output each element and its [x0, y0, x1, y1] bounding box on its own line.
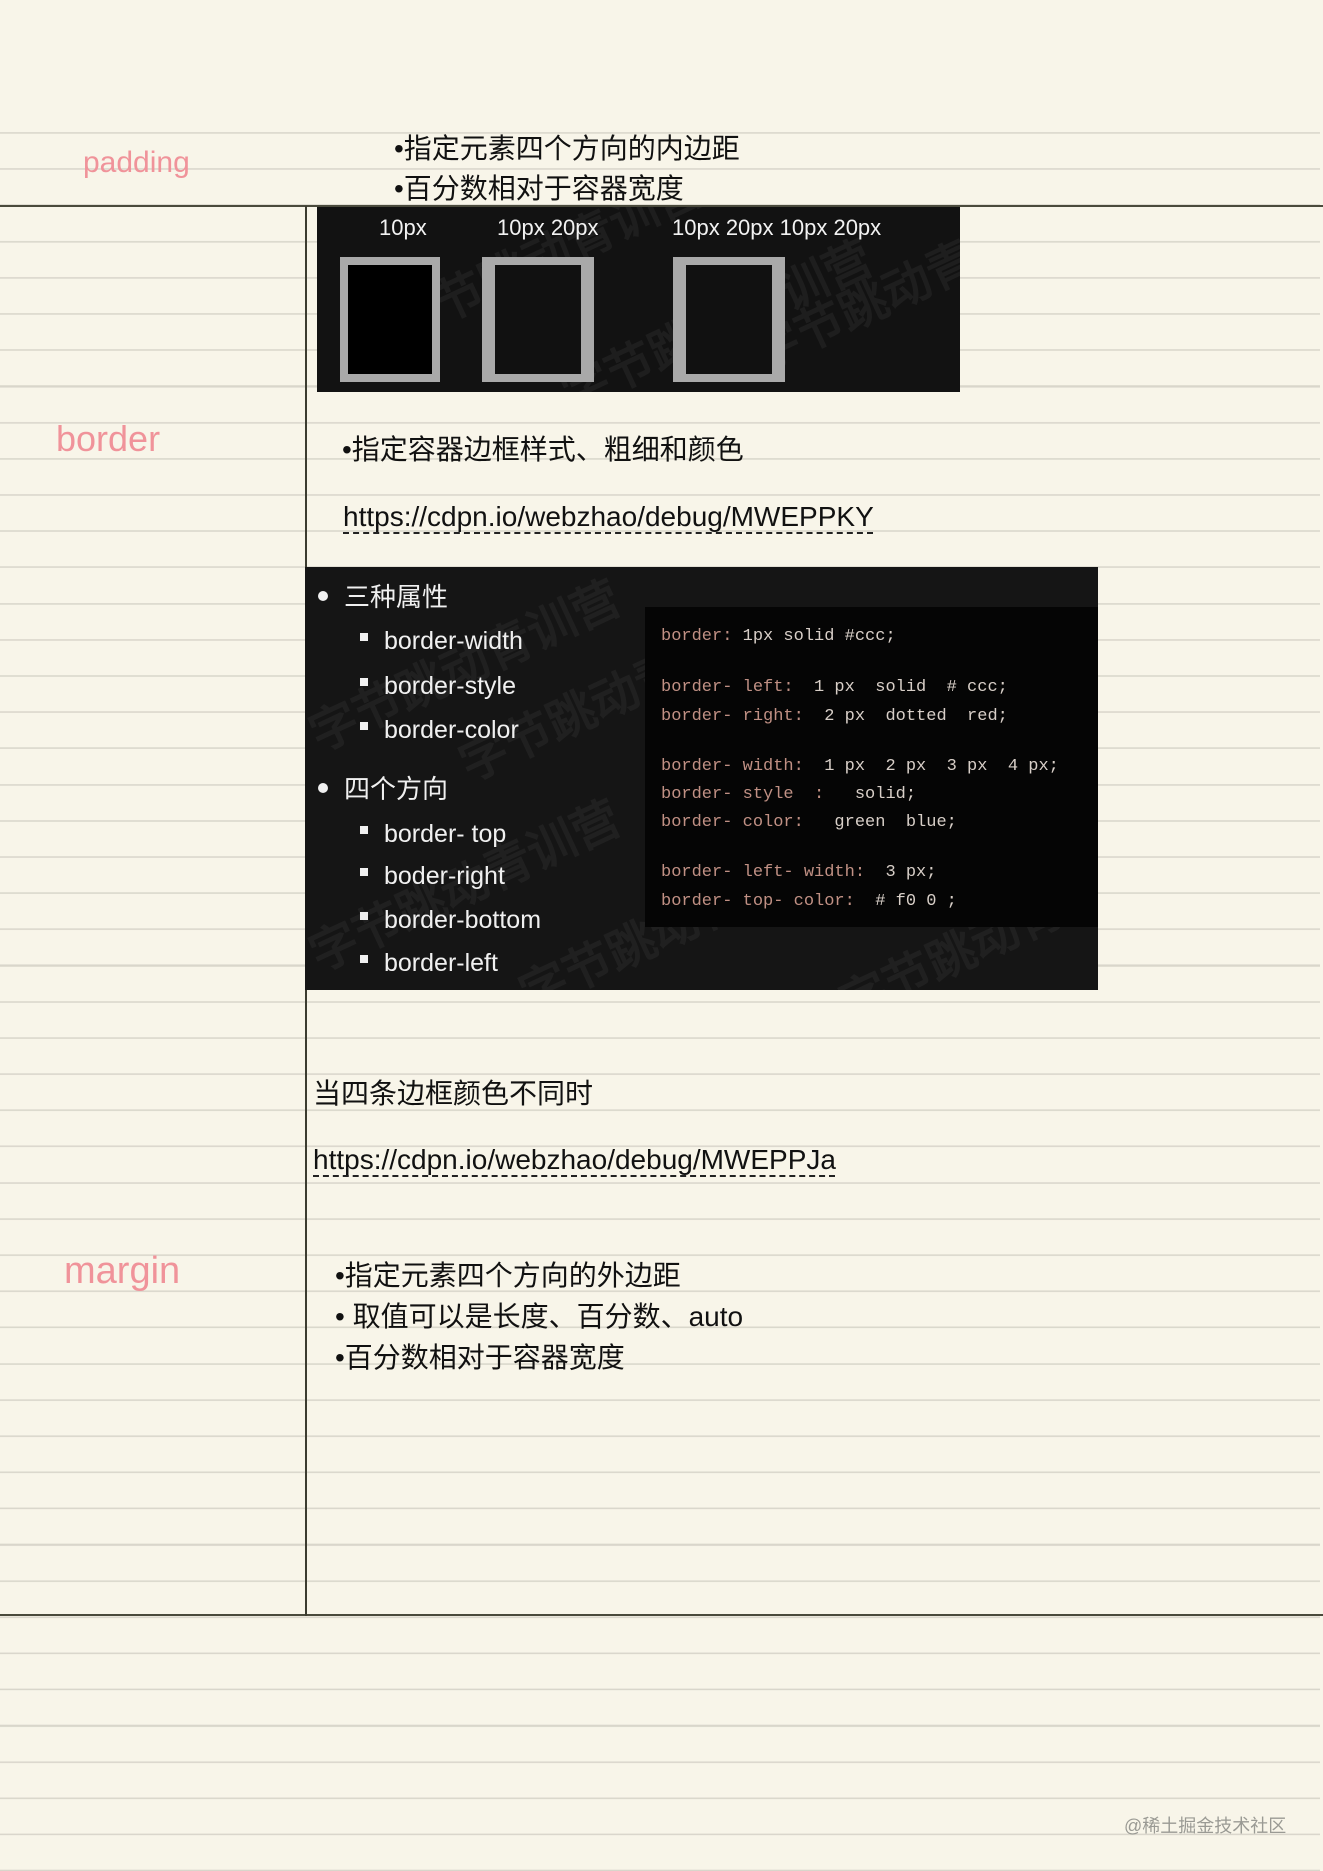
list-group-title: 四个方向: [318, 769, 448, 806]
list-group-title: 三种属性: [318, 577, 448, 614]
padding-bullet-2: •百分数相对于容器宽度: [394, 173, 684, 204]
code-line: border: 1px solid #ccc;: [661, 627, 896, 646]
site-watermark: @稀土掘金技术社区: [1124, 1816, 1287, 1836]
list-item: border-bottom: [360, 906, 541, 935]
section-divider-bottom: [0, 1614, 1323, 1616]
border-bullet: •指定容器边框样式、粗细和颜色: [342, 434, 744, 465]
padding-caption-1: 10px: [379, 215, 427, 240]
padding-caption-2: 10px 20px: [497, 215, 599, 240]
list-item: border- top: [360, 820, 506, 849]
border-demo-link[interactable]: https://cdpn.io/webzhao/debug/MWEPPKY: [343, 501, 874, 532]
square-bullet-icon: [360, 722, 368, 730]
list-item: boder-right: [360, 862, 505, 891]
list-item: border-left: [360, 949, 498, 978]
code-line: border- style : solid;: [661, 785, 917, 804]
padding-bullet-1: •指定元素四个方向的内边距: [394, 133, 740, 164]
bullet-dot-icon: [318, 783, 328, 794]
section-divider-top: [0, 205, 1323, 207]
square-bullet-icon: [360, 912, 368, 920]
code-line: border- left: 1 px solid # ccc;: [661, 678, 1008, 697]
top-margin: [0, 0, 1323, 132]
code-line: border- top- color: # f0 0 ;: [661, 892, 957, 911]
border-color-demo-link[interactable]: https://cdpn.io/webzhao/debug/MWEPPJa: [313, 1144, 836, 1175]
code-line: border- color: green blue;: [661, 813, 957, 832]
list-item: border-style: [360, 672, 516, 701]
square-bullet-icon: [360, 633, 368, 641]
padding-box-10px: [340, 257, 440, 382]
code-line: border- left- width: 3 px;: [661, 863, 937, 882]
list-item: border-color: [360, 716, 519, 745]
code-line: border- width: 1 px 2 px 3 px 4 px;: [661, 757, 1059, 776]
margin-bullet-3: •百分数相对于容器宽度: [335, 1342, 625, 1373]
margin-bullet-2: • 取值可以是长度、百分数、auto: [335, 1301, 744, 1332]
bullet-dot-icon: [318, 591, 328, 602]
padding-box-10px-20px-10px-20px: [673, 257, 785, 382]
padding-example-image: 字节跳动青训营 字节跳动青训营 字节跳动青训营 10px 10px 20px 1…: [317, 207, 960, 392]
border-color-note: 当四条边框颜色不同时: [313, 1078, 594, 1109]
square-bullet-icon: [360, 955, 368, 963]
margin-label: margin: [64, 1250, 181, 1292]
padding-caption-3: 10px 20px 10px 20px: [672, 215, 882, 240]
border-label: border: [56, 418, 161, 459]
border-property-list: 三种属性 border-width border-style border-co…: [305, 567, 645, 990]
margin-bullet-1: •指定元素四个方向的外边距: [335, 1260, 681, 1291]
code-sample: border: 1px solid #ccc; border- left: 1 …: [645, 607, 1098, 927]
square-bullet-icon: [360, 826, 368, 834]
border-slide: 字节跳动青训营 字节跳动青训营 字节跳动青训营 字节跳动青训营 字节跳动青训营 …: [305, 567, 1098, 990]
code-line: border- right: 2 px dotted red;: [661, 707, 1008, 726]
square-bullet-icon: [360, 868, 368, 876]
square-bullet-icon: [360, 678, 368, 686]
padding-label: padding: [83, 146, 190, 179]
list-item: border-width: [360, 627, 523, 656]
padding-box-10px-20px: [482, 257, 594, 382]
